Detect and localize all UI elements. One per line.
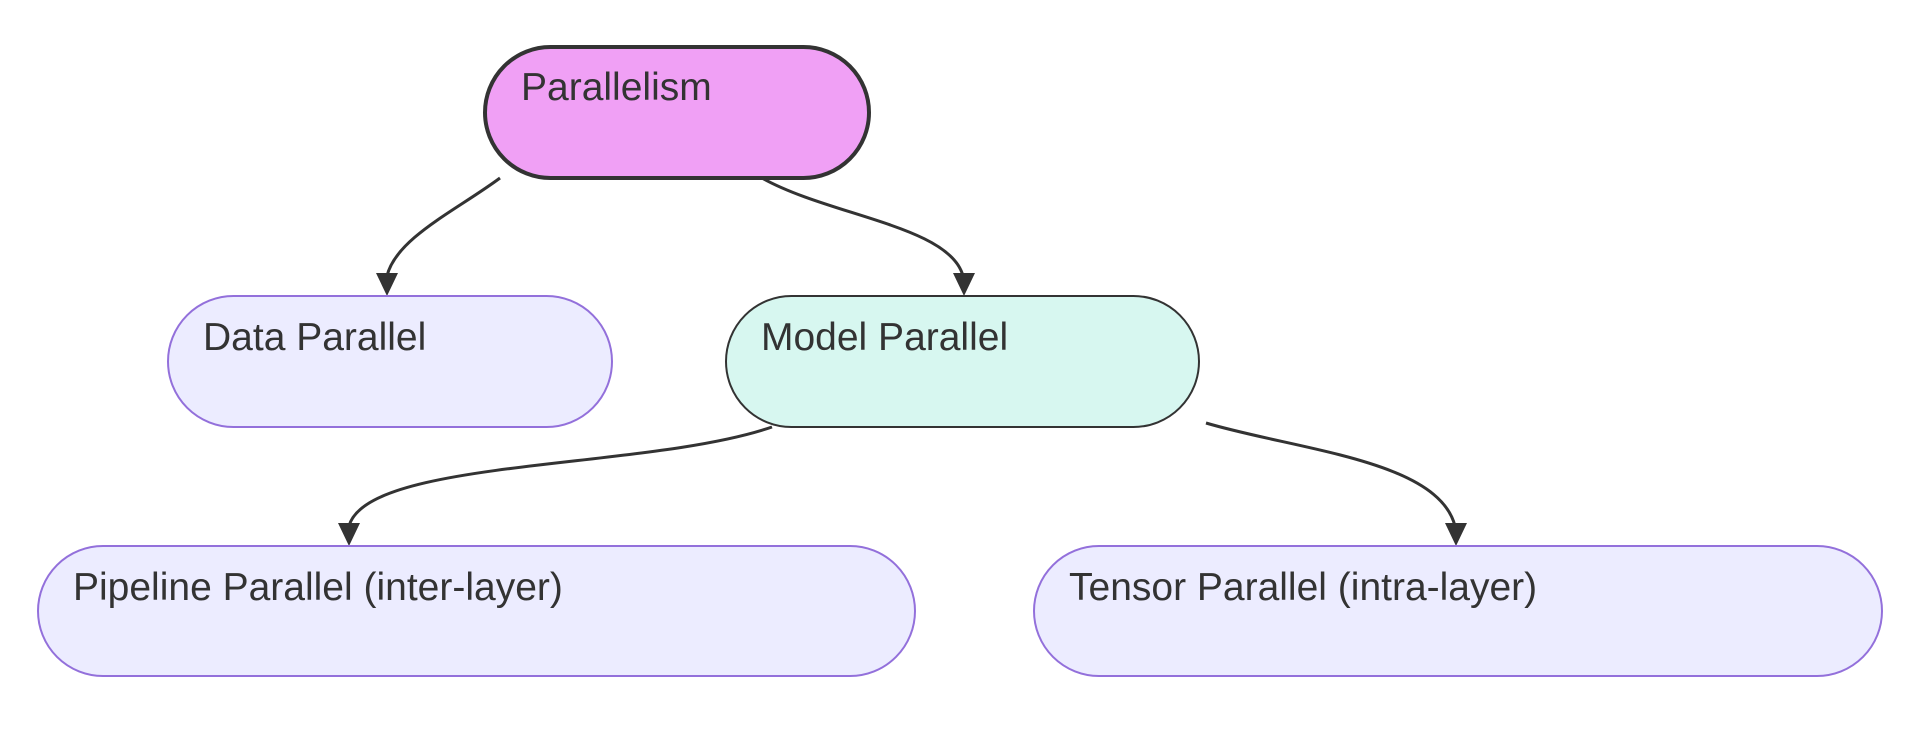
node-tensor-parallel-label: Tensor Parallel (intra-layer) [1069, 566, 1538, 609]
arrowhead-icon [338, 523, 360, 546]
arrowhead-icon [953, 273, 975, 296]
node-pipeline-parallel: Pipeline Parallel (inter-layer) [37, 545, 916, 677]
edge-parallelism-to-model-parallel [761, 176, 965, 277]
node-tensor-parallel: Tensor Parallel (intra-layer) [1033, 545, 1883, 677]
node-model-parallel: Model Parallel [725, 295, 1200, 428]
node-model-parallel-label: Model Parallel [761, 316, 1009, 359]
edge-model-parallel-to-tensor-parallel [1205, 421, 1457, 527]
arrowhead-icon [376, 273, 398, 296]
edge-model-parallel-to-pipeline-parallel [347, 425, 773, 527]
node-parallelism-label: Parallelism [521, 66, 712, 109]
node-data-parallel-label: Data Parallel [203, 316, 427, 359]
node-parallelism: Parallelism [483, 45, 871, 180]
node-data-parallel: Data Parallel [167, 295, 613, 428]
edge-parallelism-to-data-parallel [385, 176, 501, 277]
node-pipeline-parallel-label: Pipeline Parallel (inter-layer) [73, 566, 563, 609]
arrowhead-icon [1445, 523, 1467, 546]
